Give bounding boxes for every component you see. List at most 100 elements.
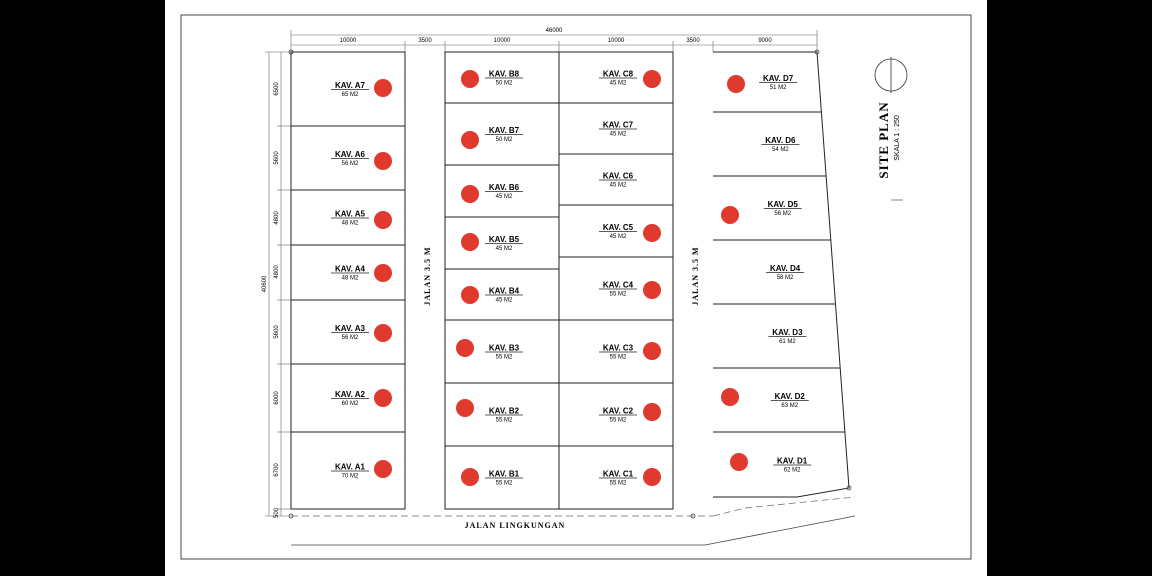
plot-area: 56 M2 bbox=[342, 161, 359, 167]
plot-boundary bbox=[558, 445, 674, 510]
plot-area: 55 M2 bbox=[496, 481, 513, 487]
plot-area: 55 M2 bbox=[610, 481, 627, 487]
plot-area: 65 M2 bbox=[342, 92, 359, 98]
plot-c3[interactable]: KAV. C3 55 M2 bbox=[558, 319, 674, 384]
plot-area: 61 M2 bbox=[779, 339, 796, 345]
plot-area: 45 M2 bbox=[610, 132, 627, 138]
plot-label: KAV. A4 bbox=[335, 265, 365, 274]
dim-total-width: 46000 bbox=[546, 28, 563, 34]
dim-total-height: 40600 bbox=[262, 275, 268, 292]
plot-c8[interactable]: KAV. C8 45 M2 bbox=[558, 51, 674, 104]
plot-label: KAV. D6 bbox=[765, 136, 796, 145]
plot-marker-dot bbox=[643, 281, 661, 299]
plot-marker-dot bbox=[730, 453, 748, 471]
plot-area: 45 M2 bbox=[610, 183, 627, 189]
plot-label: KAV. A1 bbox=[335, 463, 365, 472]
plot-marker-dot bbox=[456, 339, 474, 357]
plot-area: 55 M2 bbox=[610, 355, 627, 361]
plot-label: KAV. A5 bbox=[335, 210, 365, 219]
plot-marker-dot bbox=[461, 131, 479, 149]
plot-marker-dot bbox=[461, 286, 479, 304]
plot-a2[interactable]: KAV. A2 60 M2 bbox=[290, 363, 406, 433]
plot-area: 45 M2 bbox=[496, 246, 513, 252]
plot-label: KAV. C3 bbox=[603, 344, 634, 353]
plot-marker-dot bbox=[461, 185, 479, 203]
plot-area: 60 M2 bbox=[342, 401, 359, 407]
plot-a1[interactable]: KAV. A1 70 M2 bbox=[290, 431, 406, 510]
plot-marker-dot bbox=[374, 264, 392, 282]
road-label-bottom: JALAN LINGKUNGAN bbox=[465, 521, 566, 530]
plot-label: KAV. D1 bbox=[777, 457, 808, 466]
plot-area: 58 M2 bbox=[777, 275, 794, 281]
top-dimensions bbox=[290, 30, 818, 52]
plot-area: 63 M2 bbox=[781, 403, 798, 409]
plot-marker-dot bbox=[374, 389, 392, 407]
plot-marker-dot bbox=[643, 403, 661, 421]
dim-h-4: 5600 bbox=[274, 325, 280, 339]
plot-marker-dot bbox=[643, 342, 661, 360]
dim-h-0: 6500 bbox=[274, 82, 280, 96]
plot-label: KAV. B4 bbox=[489, 287, 520, 296]
plot-marker-dot bbox=[643, 70, 661, 88]
plot-area: 70 M2 bbox=[342, 474, 359, 480]
plot-marker-dot bbox=[374, 79, 392, 97]
survey-point bbox=[288, 513, 294, 519]
plot-area: 45 M2 bbox=[610, 81, 627, 87]
plot-label: KAV. C5 bbox=[603, 223, 634, 232]
plot-label: KAV. A2 bbox=[335, 390, 365, 399]
plot-label: KAV. A7 bbox=[335, 81, 365, 90]
plot-label: KAV. B8 bbox=[489, 70, 520, 79]
plot-area: 48 M2 bbox=[342, 276, 359, 282]
plot-marker-dot bbox=[456, 399, 474, 417]
plot-d4[interactable]: KAV. D4 58 M2 bbox=[713, 264, 836, 305]
plot-marker-dot bbox=[643, 224, 661, 242]
drawing-frame bbox=[180, 14, 972, 560]
plot-area: 55 M2 bbox=[610, 418, 627, 424]
plot-label: KAV. D4 bbox=[770, 264, 801, 273]
plot-label: KAV. C8 bbox=[603, 70, 634, 79]
plot-marker-dot bbox=[461, 233, 479, 251]
plot-a4[interactable]: KAV. A4 48 M2 bbox=[290, 244, 406, 301]
dim-h-2: 4800 bbox=[274, 211, 280, 225]
site-plan-sheet: 46000 10000 3500 10000 10000 3500 9000 4… bbox=[165, 0, 987, 576]
dim-b-width: 10000 bbox=[494, 38, 511, 44]
dim-d-width: 9000 bbox=[758, 38, 772, 44]
plot-area: 56 M2 bbox=[774, 211, 791, 217]
plot-boundary bbox=[290, 431, 406, 510]
plot-label: KAV. D7 bbox=[763, 74, 794, 83]
dim-a-width: 10000 bbox=[340, 38, 357, 44]
plot-area: 62 M2 bbox=[784, 468, 801, 474]
road-label-left: JALAN 3.5 M bbox=[423, 246, 432, 305]
plot-marker-dot bbox=[643, 468, 661, 486]
dim-c-width: 10000 bbox=[608, 38, 625, 44]
plot-area: 55 M2 bbox=[496, 418, 513, 424]
plot-a7[interactable]: KAV. A7 65 M2 bbox=[290, 51, 406, 127]
plot-d1[interactable]: KAV. D1 62 M2 bbox=[730, 453, 812, 474]
plot-marker-dot bbox=[727, 75, 745, 93]
plot-label: KAV. B7 bbox=[489, 126, 520, 135]
plot-area: 55 M2 bbox=[496, 355, 513, 361]
